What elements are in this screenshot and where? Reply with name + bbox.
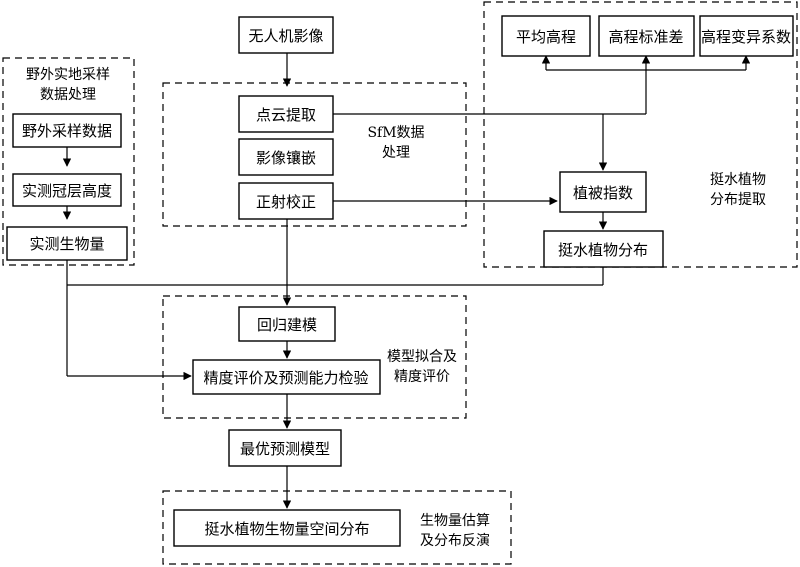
node-elev-std: 高程标准差	[598, 15, 695, 57]
node-canopy-height: 实测冠层高度	[12, 173, 122, 207]
node-uav-image: 无人机影像	[238, 16, 334, 54]
field-group-frame	[2, 57, 135, 266]
node-point-cloud: 点云提取	[238, 95, 334, 133]
group-model-label-2: 精度评价	[394, 369, 450, 385]
node-elev-std-label: 高程标准差	[608, 28, 683, 46]
node-plant-dist: 挺水植物分布	[543, 230, 664, 268]
node-biomass-label: 实测生物量	[29, 235, 104, 253]
node-spatial-dist: 挺水植物生物量空间分布	[173, 509, 401, 547]
node-veg-index: 植被指数	[559, 171, 647, 213]
node-mean-elev: 平均高程	[501, 15, 591, 57]
group-estimate-label-1: 生物量估算	[420, 513, 490, 529]
node-veg-index-label: 植被指数	[573, 184, 633, 202]
node-regression-label: 回归建模	[257, 316, 317, 334]
node-biomass: 实测生物量	[6, 226, 128, 261]
node-best-model-label: 最优预测模型	[240, 440, 330, 458]
node-mean-elev-label: 平均高程	[516, 28, 576, 46]
node-accuracy-label: 精度评价及预测能力检验	[203, 369, 368, 387]
group-field-label-2: 数据处理	[40, 87, 96, 103]
node-elev-cv-label: 高程变异系数	[701, 28, 791, 46]
node-uav-image-label: 无人机影像	[248, 27, 323, 45]
node-mosaic: 影像镶嵌	[238, 138, 334, 176]
node-field-data-label: 野外采样数据	[22, 122, 112, 140]
estimate-group-frame	[162, 490, 512, 565]
node-mosaic-label: 影像镶嵌	[256, 149, 316, 167]
group-extract-label-2: 分布提取	[710, 192, 766, 208]
node-regression: 回归建模	[238, 306, 336, 342]
group-model-label-1: 模型拟合及	[387, 349, 457, 365]
group-sfm-label-2: 处理	[382, 145, 410, 161]
node-spatial-dist-label: 挺水植物生物量空间分布	[204, 520, 369, 538]
node-ortho-label: 正射校正	[256, 193, 316, 211]
node-best-model: 最优预测模型	[228, 429, 342, 467]
node-elev-cv: 高程变异系数	[699, 15, 794, 57]
node-point-cloud-label: 点云提取	[256, 106, 316, 124]
node-canopy-height-label: 实测冠层高度	[22, 182, 112, 200]
group-sfm-label-1: SfM数据	[367, 125, 424, 141]
group-estimate-label-2: 及分布反演	[420, 533, 490, 549]
node-accuracy: 精度评价及预测能力检验	[192, 359, 381, 395]
node-field-data: 野外采样数据	[12, 113, 122, 148]
node-ortho: 正射校正	[238, 182, 334, 220]
sfm-group-frame	[162, 82, 467, 227]
model-group-frame	[162, 295, 467, 419]
connectors	[62, 53, 751, 509]
group-field-label-1: 野外实地采样	[26, 67, 110, 83]
node-plant-dist-label: 挺水植物分布	[558, 241, 648, 259]
group-extract-label-1: 挺水植物	[710, 172, 766, 188]
